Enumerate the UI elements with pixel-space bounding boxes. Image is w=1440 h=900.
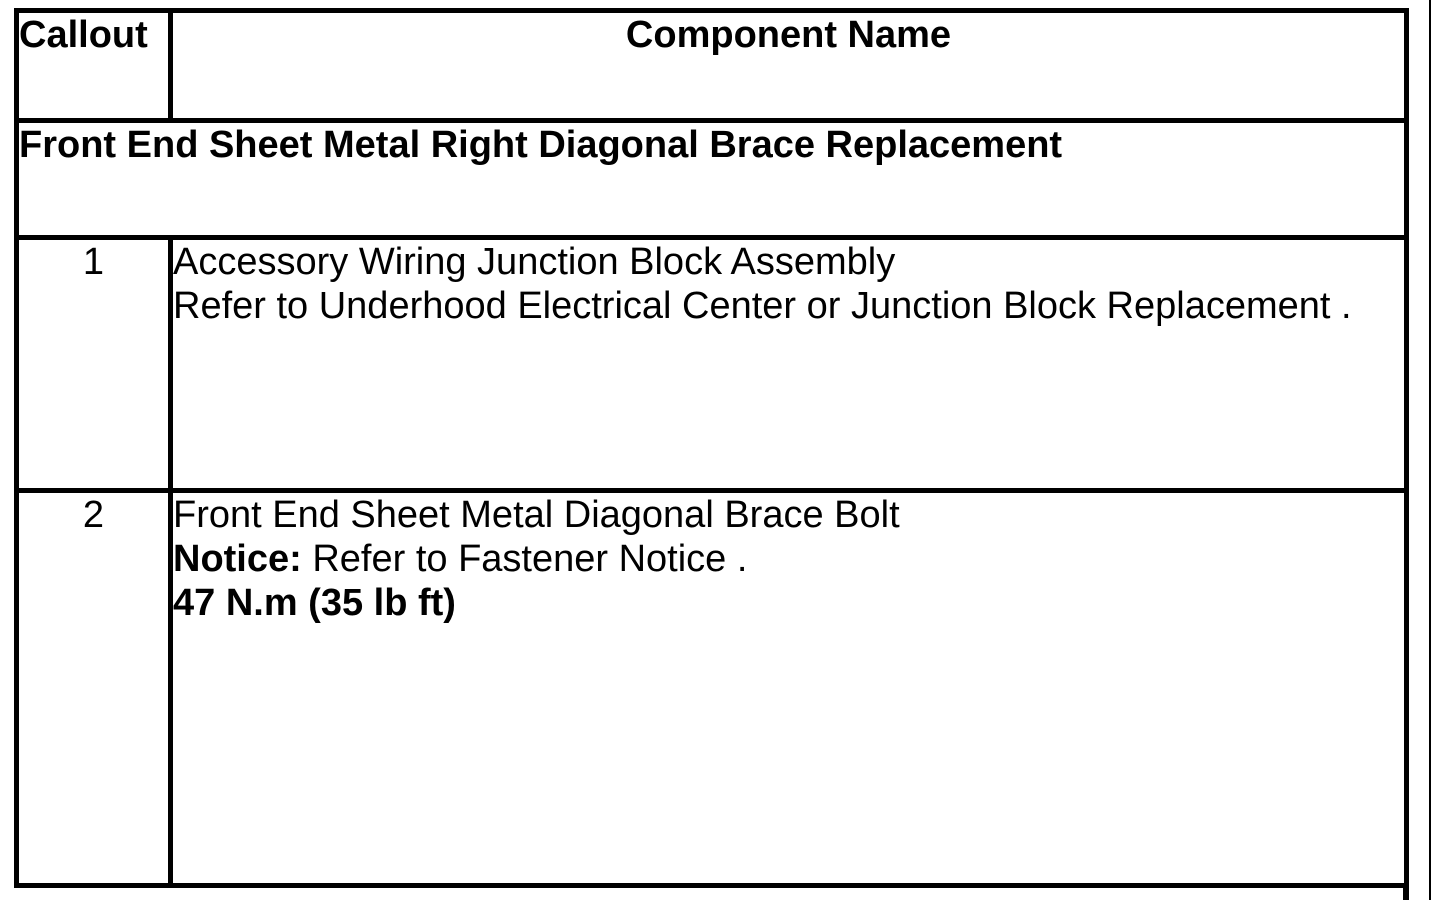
- callout-number-1: 1: [14, 235, 173, 493]
- table-right-border-stub: [1403, 886, 1409, 900]
- torque-spec: 47 N.m (35 lb ft): [173, 582, 456, 624]
- notice-text: Refer to Fastener Notice .: [301, 538, 748, 580]
- notice-line: Notice: Refer to Fastener Notice .: [173, 537, 1402, 581]
- table-row: 2 Front End Sheet Metal Diagonal Brace B…: [14, 488, 1409, 888]
- component-name-column-header: Component Name: [168, 8, 1409, 123]
- parts-callout-table: Callout Component Name Front End Sheet M…: [14, 8, 1409, 888]
- header-row: Callout Component Name: [14, 8, 1409, 123]
- table-row: 1 Accessory Wiring Junction Block Assemb…: [14, 235, 1409, 493]
- callout-number-2: 2: [14, 488, 173, 888]
- notice-label: Notice:: [173, 538, 302, 580]
- component-line: Accessory Wiring Junction Block Assembly: [173, 241, 896, 284]
- section-title: Front End Sheet Metal Right Diagonal Bra…: [14, 118, 1409, 240]
- refer-line: Refer to Underhood Electrical Center or …: [173, 285, 1352, 327]
- callout-column-header: Callout: [14, 8, 173, 123]
- page-edge-line: [1429, 0, 1431, 900]
- component-cell-2: Front End Sheet Metal Diagonal Brace Bol…: [168, 488, 1409, 888]
- section-title-row: Front End Sheet Metal Right Diagonal Bra…: [14, 118, 1409, 240]
- component-cell-1: Accessory Wiring Junction Block Assembly…: [168, 235, 1409, 493]
- component-line: Front End Sheet Metal Diagonal Brace Bol…: [173, 494, 900, 537]
